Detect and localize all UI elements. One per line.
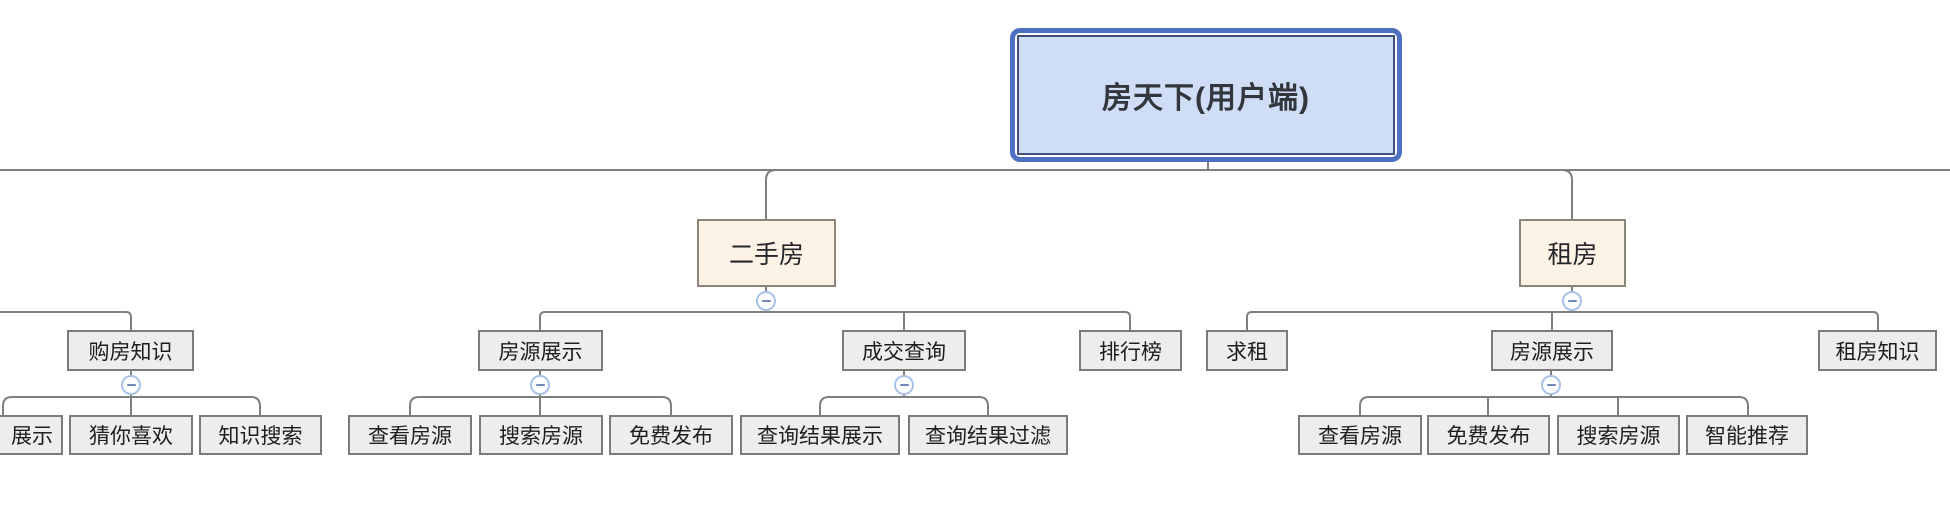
node-rental-knowledge[interactable]: 租房知识 bbox=[1818, 330, 1937, 371]
node-renting[interactable]: 租房 bbox=[1519, 219, 1626, 287]
minus-dash bbox=[899, 384, 909, 386]
collapse-minus-icon[interactable] bbox=[1541, 375, 1561, 395]
node-knowledge-search[interactable]: 知识搜索 bbox=[199, 415, 322, 455]
node-rent-seeking[interactable]: 求租 bbox=[1206, 330, 1288, 371]
minus-dash bbox=[761, 300, 771, 302]
node-buying-knowledge[interactable]: 购房知识 bbox=[67, 330, 194, 371]
node-display-clipped[interactable]: 展示 bbox=[0, 415, 63, 455]
collapse-minus-icon[interactable] bbox=[121, 375, 141, 395]
node-query-result-display[interactable]: 查询结果展示 bbox=[740, 415, 900, 455]
node-transaction-query[interactable]: 成交查询 bbox=[842, 330, 966, 371]
root-selection-ring: 房天下(用户端) bbox=[1010, 28, 1402, 162]
minus-dash bbox=[126, 384, 136, 386]
node-listing-display-secondhand[interactable]: 房源展示 bbox=[478, 330, 603, 371]
node-view-listings-secondhand[interactable]: 查看房源 bbox=[348, 415, 472, 455]
node-guess-you-like[interactable]: 猜你喜欢 bbox=[69, 415, 193, 455]
node-view-listings-rental[interactable]: 查看房源 bbox=[1298, 415, 1422, 455]
collapse-minus-icon[interactable] bbox=[756, 291, 776, 311]
node-search-listings-rental[interactable]: 搜索房源 bbox=[1557, 415, 1680, 455]
collapse-minus-icon[interactable] bbox=[894, 375, 914, 395]
node-ranking[interactable]: 排行榜 bbox=[1079, 330, 1182, 371]
node-query-result-filter[interactable]: 查询结果过滤 bbox=[908, 415, 1068, 455]
node-smart-recommend[interactable]: 智能推荐 bbox=[1686, 415, 1808, 455]
node-root-fangtianxia[interactable]: 房天下(用户端) bbox=[1017, 35, 1395, 155]
node-second-hand-housing[interactable]: 二手房 bbox=[697, 219, 836, 287]
node-free-post-rental[interactable]: 免费发布 bbox=[1427, 415, 1550, 455]
node-search-listings-secondhand[interactable]: 搜索房源 bbox=[479, 415, 603, 455]
minus-dash bbox=[1567, 300, 1577, 302]
collapse-minus-icon[interactable] bbox=[1562, 291, 1582, 311]
node-listing-display-rental[interactable]: 房源展示 bbox=[1491, 330, 1613, 371]
minus-dash bbox=[535, 384, 545, 386]
node-free-post-secondhand[interactable]: 免费发布 bbox=[609, 415, 733, 455]
minus-dash bbox=[1546, 384, 1556, 386]
collapse-minus-icon[interactable] bbox=[530, 375, 550, 395]
